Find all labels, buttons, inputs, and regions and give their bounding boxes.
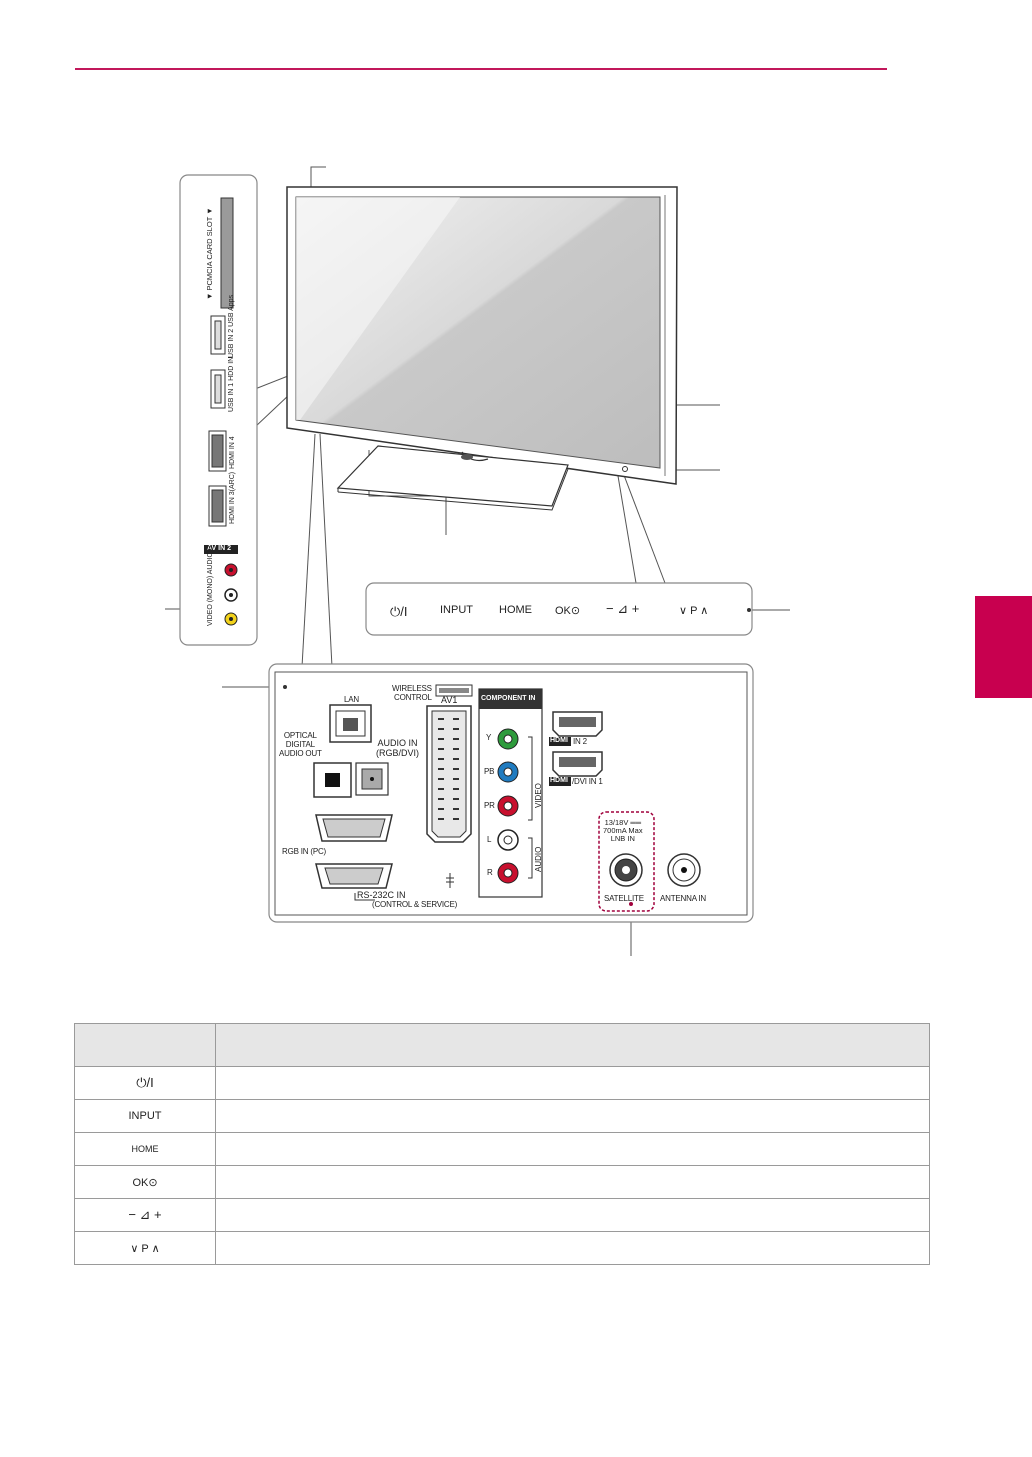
r-label: R [487,868,493,877]
side-panel-box [179,174,258,646]
component-label: COMPONENT IN [481,695,536,702]
audio-in-port [355,762,389,796]
program-label: ∨ P ∧ [679,605,709,617]
table-desc-cell [215,1099,930,1133]
av-in2-label: AV IN 2 [207,545,231,552]
satellite-highlight [598,811,655,912]
hdmi1-label: /DVI IN 1 [572,777,603,786]
audio-label: AUDIO [534,846,543,872]
y-label: Y [486,733,492,742]
av-in2-label-bg [204,545,238,554]
table-row: − ⊿ + [74,1198,930,1232]
rgb-in-label: RGB IN (PC) [282,847,327,856]
tv-illustration [286,186,678,511]
hdmi4-label: HDMI IN 4 [229,436,236,469]
pr-label: PR [484,801,495,810]
table-key-cell: OK⊙ [74,1165,216,1199]
table-row: ∨ P ∧ [74,1231,930,1265]
header-rule [75,68,887,70]
av1-label: AV1 [441,695,458,705]
l-label: L [487,835,492,844]
table-key-cell: − ⊿ + [74,1198,216,1232]
table-desc-cell [215,1231,930,1265]
scart-pins [438,718,459,820]
usb1-label: USB IN 1 HDD IN [228,356,235,412]
rs232c-sub-label: (CONTROL & SERVICE) [372,900,458,909]
control-bar-box [365,582,753,636]
optical-label: OPTICAL DIGITAL AUDIO OUT [279,731,322,758]
component-jacks [497,728,519,884]
volume-label: − ⊿ + [606,601,640,616]
table-desc-cell [215,1066,930,1100]
table-desc-cell [215,1165,930,1199]
lan-label: LAN [344,695,359,704]
rs232c-label: RS-232C IN [357,890,406,900]
tv-diagram [165,166,790,956]
hdmi3-label: HDMI IN 3(ARC) [229,471,236,524]
pcmcia-label: ▼ PCMCIA CARD SLOT ▼ [205,207,214,300]
table-key-cell: INPUT [74,1099,216,1133]
table-key-cell: ⏻/I [74,1066,216,1100]
pcmcia-slot [220,197,234,309]
pb-label: PB [484,767,495,776]
usb2-label: USB IN 2 USB Apps [228,294,235,358]
hdmi2-label: IN 2 [573,737,587,746]
table-header-row [74,1023,930,1067]
table-row: ⏻/I [74,1066,930,1100]
power-icon: ⏻/I [390,604,408,619]
wireless-label: WIRELESS CONTROL [392,684,432,702]
video-label: VIDEO [534,783,543,808]
home-label: HOME [499,604,532,616]
lnb-spec-label: 13/18V ══ 700mA Max LNB IN [603,818,643,843]
hdmi-logo-1: HDMI [550,777,568,784]
table-header-cell [74,1023,216,1067]
antenna-label: ANTENNA IN [660,894,707,903]
ok-label: OK⊙ [555,605,581,617]
hdmi-logo-2: HDMI [550,737,568,744]
av-side-label: VIDEO (MONO) AUDIO R [207,545,214,626]
table-key-cell: ∨ P ∧ [74,1231,216,1265]
button-table: ⏻/I INPUT HOME OK⊙ − ⊿ + ∨ P ∧ [74,1023,930,1265]
satellite-label: SATELLITE [604,894,644,903]
input-label: INPUT [440,604,473,616]
table-row: OK⊙ [74,1165,930,1199]
chapter-tab [975,596,1032,698]
table-header-cell [215,1023,930,1067]
table-desc-cell [215,1198,930,1232]
audio-in-label: AUDIO IN (RGB/DVI) [376,738,420,758]
table-row: HOME [74,1132,930,1166]
table-key-cell: HOME [74,1132,216,1166]
table-desc-cell [215,1132,930,1166]
table-row: INPUT [74,1099,930,1133]
